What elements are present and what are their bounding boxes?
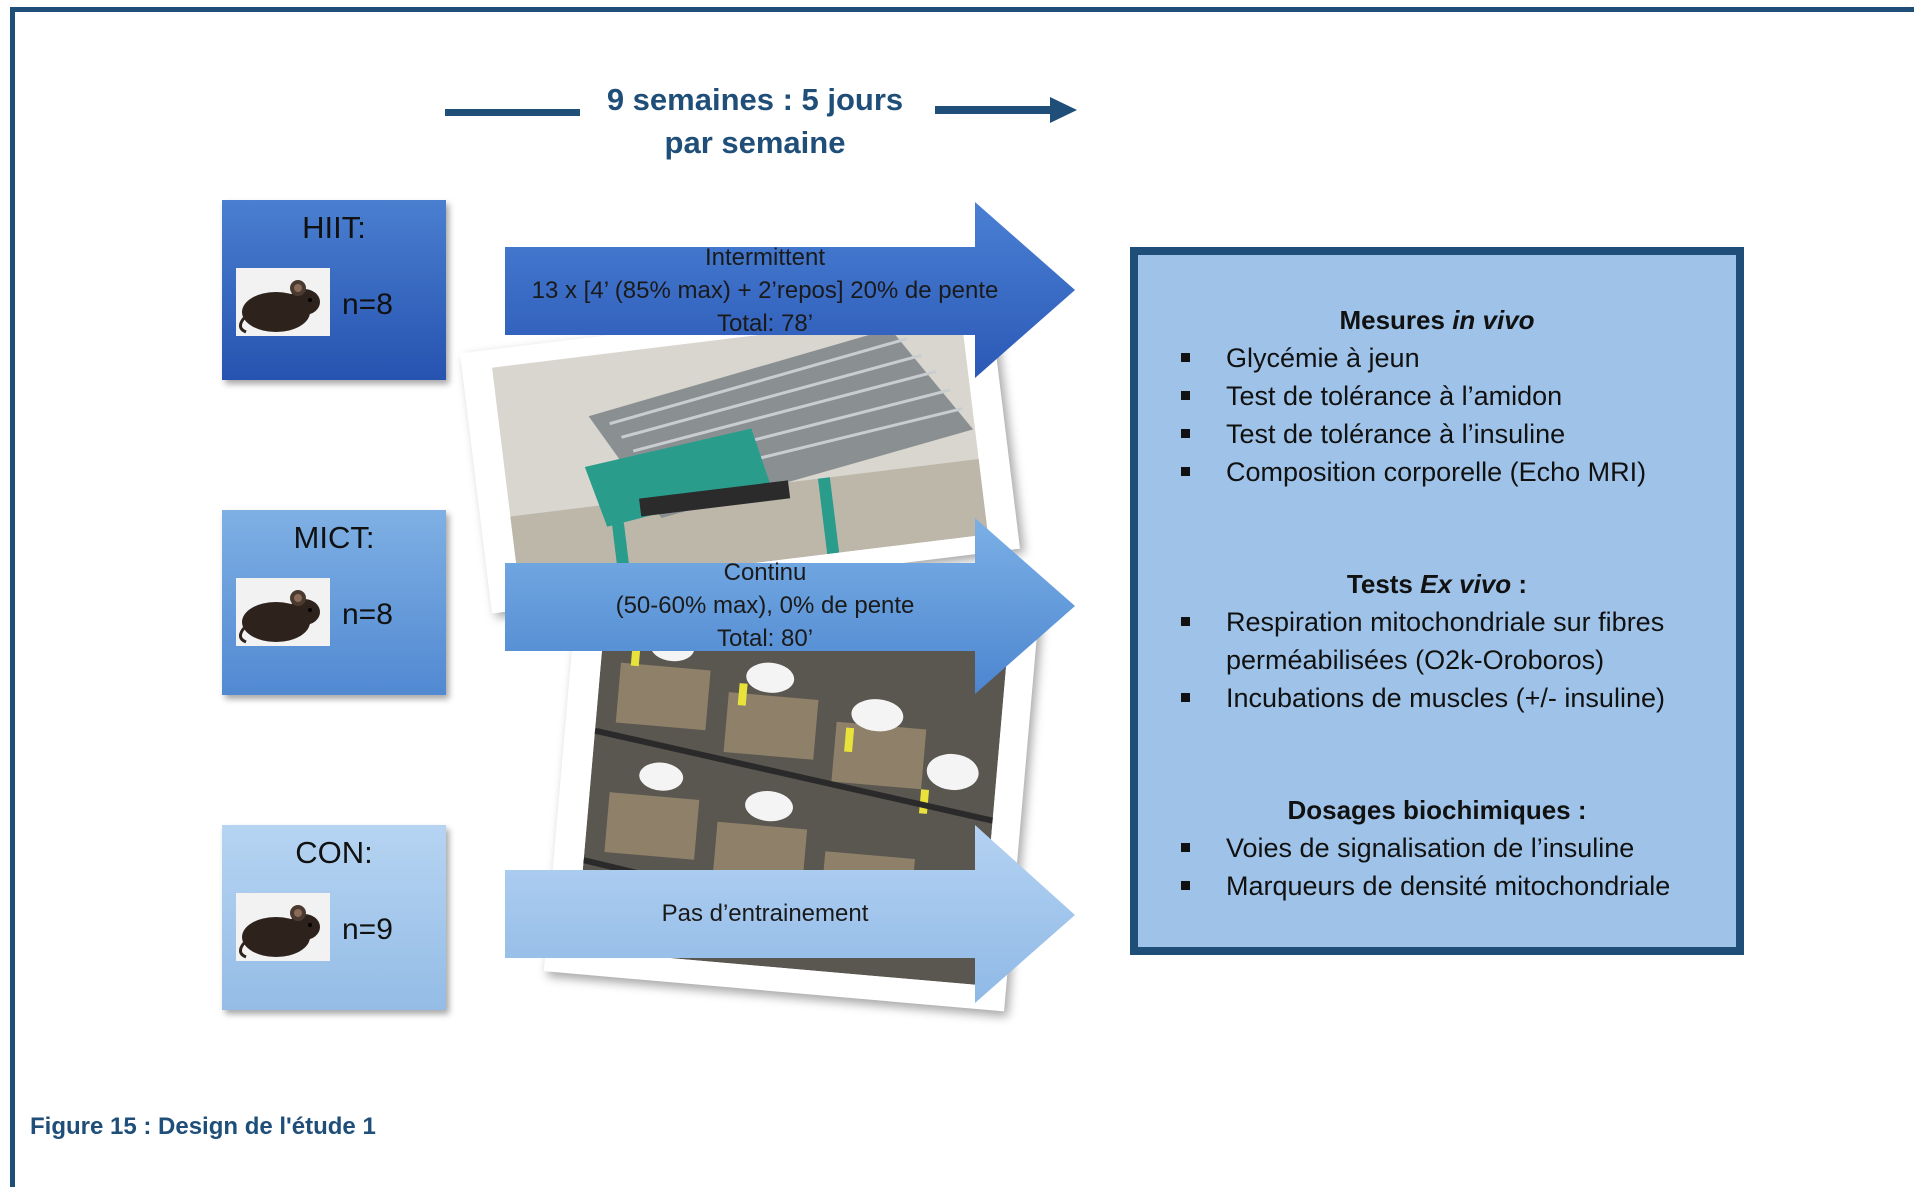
mouse-icon bbox=[236, 893, 330, 961]
list-item: Respiration mitochondriale sur fibres pe… bbox=[1178, 603, 1718, 679]
protocol-hiit-detail: 13 x [4’ (85% max) + 2’repos] 20% de pen… bbox=[531, 277, 999, 304]
mouse-icon bbox=[236, 268, 330, 336]
in-vivo-list: Glycémie à jeun Test de tolérance à l’am… bbox=[1178, 339, 1646, 491]
list-item: Glycémie à jeun bbox=[1178, 339, 1646, 377]
group-label-hiit: HIIT: bbox=[302, 210, 366, 245]
protocol-hiit-total: Total: 78’ bbox=[716, 310, 814, 337]
duration-line-2: par semaine bbox=[664, 125, 846, 160]
group-con: CON: n=9 bbox=[222, 825, 446, 1010]
figure-frame bbox=[10, 7, 1914, 1187]
arrow-mict bbox=[505, 518, 1075, 694]
ex-vivo-list: Respiration mitochondriale sur fibres pe… bbox=[1178, 603, 1718, 717]
mouse-icon bbox=[236, 578, 330, 646]
protocol-mict-detail: (50-60% max), 0% de pente bbox=[615, 592, 915, 619]
group-label-mict: MICT: bbox=[293, 520, 375, 555]
duration-arrow-right bbox=[935, 97, 1077, 123]
ex-vivo-title-prefix: Tests bbox=[1346, 569, 1421, 599]
group-mict: MICT: n=8 bbox=[222, 510, 446, 695]
list-item: Test de tolérance à l’amidon bbox=[1178, 377, 1646, 415]
protocol-hiit-text: Intermittent 13 x [4’ (85% max) + 2’repo… bbox=[500, 241, 1030, 340]
in-vivo-title-prefix: Mesures bbox=[1339, 305, 1453, 335]
protocol-mict-total: Total: 80’ bbox=[716, 625, 814, 652]
duration-label: 9 semaines : 5 jours par semaine bbox=[560, 78, 950, 164]
n-count-con: n=9 bbox=[342, 913, 393, 946]
protocol-con-title: Pas d’entrainement bbox=[661, 900, 869, 927]
duration-line-1: 9 semaines : 5 jours bbox=[606, 82, 904, 117]
list-item: Test de tolérance à l’insuline bbox=[1178, 415, 1646, 453]
ex-vivo-title: Tests Ex vivo : bbox=[1138, 569, 1736, 600]
duration-line-left bbox=[445, 109, 580, 116]
ex-vivo-title-suffix: : bbox=[1511, 569, 1528, 599]
ex-vivo-title-italic: Ex vivo bbox=[1420, 569, 1512, 599]
measures-box: Mesures in vivo Glycémie à jeun Test de … bbox=[1130, 247, 1744, 955]
list-item: Marqueurs de densité mitochondriale bbox=[1178, 867, 1670, 905]
arrow-hiit bbox=[505, 202, 1075, 378]
group-label-con: CON: bbox=[295, 835, 373, 870]
list-item: Incubations de muscles (+/- insuline) bbox=[1178, 679, 1718, 717]
in-vivo-title-italic: in vivo bbox=[1452, 305, 1535, 335]
n-count-mict: n=8 bbox=[342, 598, 393, 631]
in-vivo-title: Mesures in vivo bbox=[1138, 305, 1736, 336]
n-count-hiit: n=8 bbox=[342, 288, 393, 321]
biochem-title: Dosages biochimiques : bbox=[1287, 795, 1587, 825]
figure-caption: Figure 15 : Design de l'étude 1 bbox=[30, 1113, 376, 1140]
biochem-list: Voies de signalisation de l’insuline Mar… bbox=[1178, 829, 1670, 905]
list-item: Composition corporelle (Echo MRI) bbox=[1178, 453, 1646, 491]
arrow-con bbox=[505, 825, 1075, 1003]
protocol-hiit-title: Intermittent bbox=[704, 244, 826, 271]
group-hiit: HIIT: n=8 bbox=[222, 200, 446, 380]
protocol-con-text: Pas d’entrainement bbox=[500, 897, 1030, 930]
protocol-mict-title: Continu bbox=[723, 559, 807, 586]
protocol-mict-text: Continu (50-60% max), 0% de pente Total:… bbox=[500, 556, 1030, 655]
list-item: Voies de signalisation de l’insuline bbox=[1178, 829, 1670, 867]
